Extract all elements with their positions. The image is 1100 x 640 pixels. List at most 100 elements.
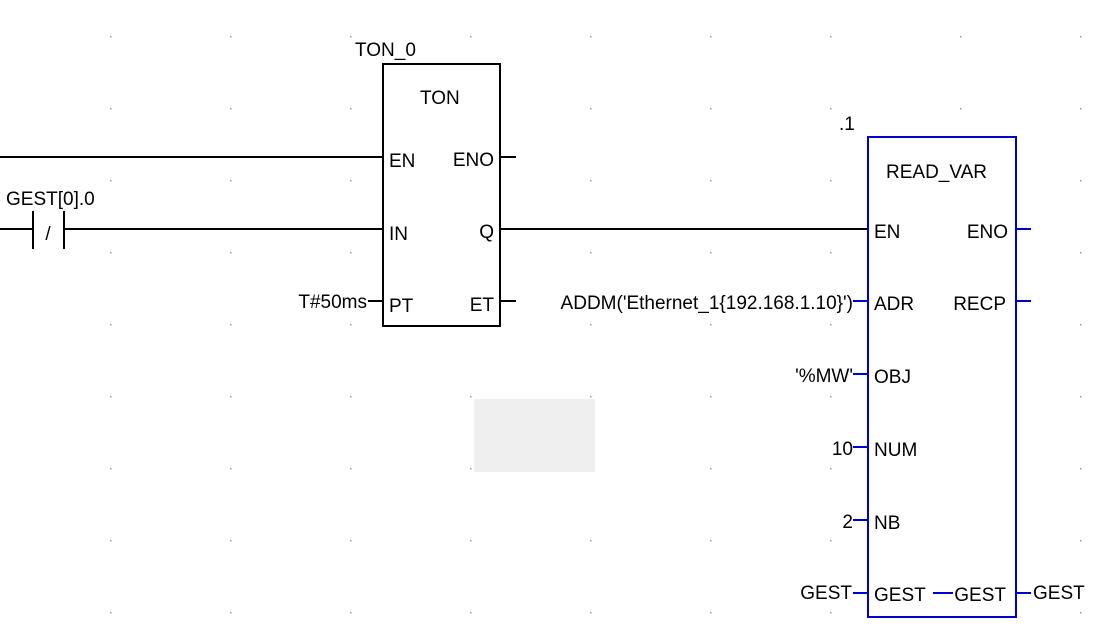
grid-dot bbox=[230, 36, 232, 38]
read-var-num-pin: NUM bbox=[874, 440, 917, 461]
negated-contact[interactable]: / bbox=[32, 211, 65, 249]
grid-dot bbox=[230, 252, 232, 254]
grid-dot bbox=[710, 396, 712, 398]
read-var-recp-pin: RECP bbox=[953, 294, 1006, 315]
read-var-en-pin: EN bbox=[874, 222, 900, 243]
grid-dot bbox=[110, 540, 112, 542]
grid-dot bbox=[470, 468, 472, 470]
grid-dot bbox=[470, 612, 472, 614]
grid-dot bbox=[590, 252, 592, 254]
grid-dot bbox=[230, 540, 232, 542]
grid-dot bbox=[350, 252, 352, 254]
grid-dot bbox=[830, 252, 832, 254]
grid-dot bbox=[590, 180, 592, 182]
grid-dot bbox=[1080, 540, 1082, 542]
grid-dot bbox=[1080, 180, 1082, 182]
grid-dot bbox=[230, 180, 232, 182]
read-var-nb-value: 2 bbox=[842, 512, 853, 533]
ton-pt-pin: PT bbox=[389, 296, 414, 317]
grid-dot bbox=[590, 108, 592, 110]
grid-dot bbox=[1080, 324, 1082, 326]
grid-dot bbox=[350, 612, 352, 614]
grid-dot bbox=[590, 324, 592, 326]
ton-q-pin: Q bbox=[479, 222, 494, 243]
grid-dot bbox=[230, 396, 232, 398]
grid-dot bbox=[350, 36, 352, 38]
read-var-gest-in-value: GEST bbox=[800, 583, 852, 604]
ton-en-pin: EN bbox=[389, 151, 415, 172]
grid-dot bbox=[590, 612, 592, 614]
grid-dot bbox=[110, 180, 112, 182]
ton-pt-value: T#50ms bbox=[298, 292, 367, 313]
grid-dot bbox=[110, 36, 112, 38]
grid-dot bbox=[350, 180, 352, 182]
read-var-eno-pin: ENO bbox=[967, 222, 1008, 243]
grid-dot bbox=[110, 468, 112, 470]
read-var-gest-out-value: GEST bbox=[1033, 583, 1085, 604]
read-var-num-value: 10 bbox=[832, 439, 853, 460]
read-var-gest-out-pin: GEST bbox=[954, 585, 1006, 606]
grid-dot bbox=[830, 108, 832, 110]
grid-dot bbox=[710, 324, 712, 326]
read-var-type: READ_VAR bbox=[886, 162, 987, 183]
read-var-instance-name: .1 bbox=[839, 114, 855, 135]
grid-dot bbox=[830, 36, 832, 38]
grid-dot bbox=[1080, 108, 1082, 110]
grid-dot bbox=[590, 540, 592, 542]
grid-dot bbox=[710, 252, 712, 254]
grid-dot bbox=[590, 396, 592, 398]
contact-symbol: / bbox=[45, 224, 51, 245]
grid-dot bbox=[110, 396, 112, 398]
read-var-nb-pin: NB bbox=[874, 513, 900, 534]
grid-dot bbox=[590, 36, 592, 38]
grid-dot bbox=[830, 180, 832, 182]
grid-dot bbox=[350, 468, 352, 470]
grid-dot bbox=[470, 36, 472, 38]
grid-dot bbox=[230, 324, 232, 326]
grid-dot bbox=[350, 108, 352, 110]
ton-function-block[interactable]: TON EN IN PT ENO Q ET bbox=[382, 63, 501, 327]
grid-dot bbox=[110, 324, 112, 326]
grid-dot bbox=[350, 540, 352, 542]
grid-dot bbox=[830, 612, 832, 614]
grid-dot bbox=[1080, 612, 1082, 614]
grid-dot bbox=[470, 540, 472, 542]
grid-dot bbox=[830, 540, 832, 542]
read-var-gest-in-pin: GEST bbox=[874, 585, 926, 606]
grid-dot bbox=[960, 108, 962, 110]
grid-dot bbox=[960, 36, 962, 38]
grid-dot bbox=[710, 108, 712, 110]
ton-et-pin: ET bbox=[470, 295, 495, 316]
grid-dot bbox=[1080, 396, 1082, 398]
grid-dot bbox=[1080, 252, 1082, 254]
grid-dot bbox=[710, 36, 712, 38]
grid-dot bbox=[830, 468, 832, 470]
ton-eno-pin: ENO bbox=[453, 150, 494, 171]
read-var-obj-value: '%MW' bbox=[795, 366, 853, 387]
contact-variable: GEST[0].0 bbox=[6, 189, 95, 210]
grid-dot bbox=[470, 396, 472, 398]
read-var-adr-value: ADDM('Ethernet_1{192.168.1.10}') bbox=[561, 293, 853, 314]
grid-dot bbox=[710, 468, 712, 470]
grid-dot bbox=[710, 612, 712, 614]
ton-in-pin: IN bbox=[389, 224, 408, 245]
grid-dot bbox=[1080, 468, 1082, 470]
read-var-adr-pin: ADR bbox=[874, 294, 914, 315]
ton-instance-name: TON_0 bbox=[355, 40, 416, 61]
grid-dot bbox=[110, 108, 112, 110]
grid-dot bbox=[710, 180, 712, 182]
grid-dot bbox=[110, 252, 112, 254]
read-var-function-block[interactable]: READ_VAR EN ADR OBJ NUM NB GEST ENO RECP… bbox=[867, 136, 1017, 618]
grid-dot bbox=[1080, 36, 1082, 38]
grid-dot bbox=[110, 612, 112, 614]
grid-dot bbox=[230, 612, 232, 614]
grid-dot bbox=[350, 396, 352, 398]
ton-type: TON bbox=[420, 88, 460, 109]
grid-dot bbox=[830, 324, 832, 326]
grid-dot bbox=[230, 468, 232, 470]
grid-dot bbox=[830, 396, 832, 398]
selection-area[interactable] bbox=[474, 399, 595, 472]
read-var-obj-pin: OBJ bbox=[874, 367, 911, 388]
grid-dot bbox=[710, 540, 712, 542]
